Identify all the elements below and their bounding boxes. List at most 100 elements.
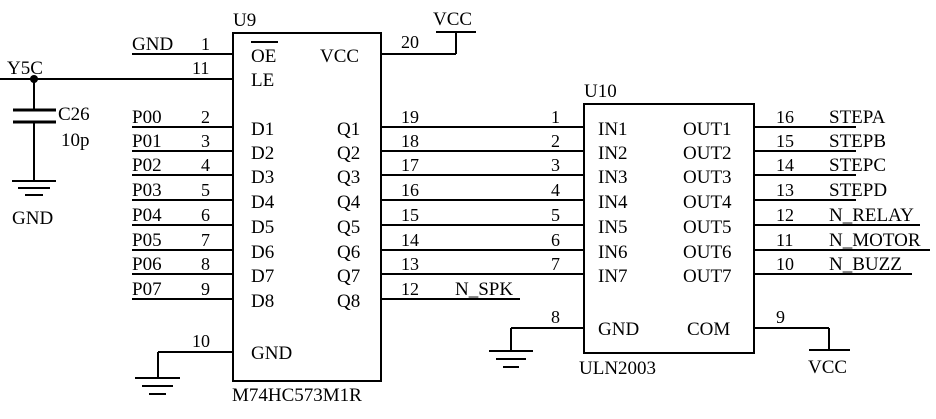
- u10-out-pin-number: 10: [776, 254, 794, 274]
- u9-oe-pin-number: 1: [201, 34, 210, 54]
- u10-part: ULN2003: [579, 358, 656, 379]
- u9-d-label: D1: [251, 119, 274, 140]
- u9-d-pin-number: 5: [201, 180, 210, 200]
- u9-d-pin-row: P07 9 D8: [132, 279, 274, 312]
- u10-in-pin-number: 5: [551, 205, 560, 225]
- u9-d-label: D7: [251, 266, 274, 287]
- u9-q-pin-row: Q7 13: [337, 254, 584, 287]
- vcc-net-label-u10: VCC: [808, 357, 847, 378]
- ground-symbol-u9: [135, 377, 180, 395]
- u9-d-pin-number: 2: [201, 107, 210, 127]
- y5c-net-label: Y5C: [7, 58, 43, 79]
- u9-q-pin-row: Q2 18: [337, 131, 584, 164]
- u10-in-label: IN3: [598, 167, 628, 188]
- u10-out-pin-number: 12: [776, 205, 794, 225]
- u9-q-pin-number: 13: [401, 254, 419, 274]
- u9-q-label: Q1: [337, 119, 360, 140]
- u9-d-pin-number: 7: [201, 230, 210, 250]
- u10-out-pin-row: OUT4 13 STEPD: [683, 180, 887, 213]
- u9-q-label: Q3: [337, 167, 360, 188]
- u9-d-label: D6: [251, 242, 274, 263]
- u9-d-pin-row: P06 8 D7: [132, 254, 274, 287]
- output-net-label: STEPA: [829, 107, 886, 128]
- u9-d-pin-row: P02 4 D3: [132, 155, 274, 188]
- u10-out-pin-row: OUT7 10 N_BUZZ: [683, 254, 912, 287]
- u10-out-pin-number: 11: [776, 230, 793, 250]
- u10-com-label: COM: [687, 319, 730, 340]
- u10-in-pin-number: 7: [551, 254, 560, 274]
- u10-out-pin-row: OUT6 11 N_MOTOR: [683, 230, 930, 263]
- output-net-label: STEPC: [829, 155, 886, 176]
- u9-d-pin-row: P00 2 D1: [132, 107, 274, 140]
- output-net-label: STEPD: [829, 180, 887, 201]
- u10-out-pin-number: 14: [776, 155, 794, 175]
- u10-out-pin-row: OUT2 15 STEPB: [683, 131, 886, 164]
- u9-d-pin-number: 8: [201, 254, 210, 274]
- u9-gnd-label: GND: [251, 343, 292, 364]
- u10-out-pin-number: 13: [776, 180, 794, 200]
- u9-q-pin-number: 18: [401, 131, 419, 151]
- output-net-label: N_MOTOR: [829, 230, 921, 251]
- u10-out-label: OUT6: [683, 242, 732, 263]
- u9-q-label: Q5: [337, 217, 360, 238]
- port-net-label: P05: [132, 230, 162, 251]
- u10-ref: U10: [584, 81, 617, 102]
- u9-d-pin-row: P05 7 D6: [132, 230, 274, 263]
- port-net-label: P00: [132, 107, 162, 128]
- u10-out-pin-number: 16: [776, 107, 794, 127]
- port-net-label: P06: [132, 254, 162, 275]
- u9-q-pin-row: Q3 17: [337, 155, 584, 188]
- c26-value: 10p: [61, 130, 90, 151]
- port-net-label: P02: [132, 155, 162, 176]
- u9-q-pin-row: Q5 15: [337, 205, 584, 238]
- c26-ref: C26: [58, 104, 90, 125]
- u9-vcc-label: VCC: [320, 46, 359, 67]
- output-net-label: N_RELAY: [829, 205, 914, 226]
- u9-d-label: D3: [251, 167, 274, 188]
- u10-gnd-pin-number: 8: [551, 307, 560, 327]
- u10-body: [583, 103, 755, 354]
- u10-in-label: IN4: [598, 192, 628, 213]
- u9-vcc-pin-number: 20: [401, 32, 419, 52]
- u9-d-pin-number: 6: [201, 205, 210, 225]
- u10-in-label: IN5: [598, 217, 628, 238]
- vcc-net-label-u9: VCC: [433, 9, 472, 30]
- u10-in-pin-number: 1: [551, 107, 560, 127]
- port-net-label: P07: [132, 279, 162, 300]
- ground-symbol-u10: [489, 350, 533, 368]
- u9-q-label: Q4: [337, 192, 361, 213]
- u9-q-pin-row: Q4 16: [337, 180, 584, 213]
- u10-out-label: OUT7: [683, 266, 732, 287]
- u9-d-pin-row: P03 5 D4: [132, 180, 275, 213]
- u9-d-label: D2: [251, 143, 274, 164]
- u9-body: [232, 32, 382, 382]
- u9-q-pin-number: 19: [401, 107, 419, 127]
- ground-symbol-c26: [12, 180, 56, 196]
- u10-gnd-label: GND: [598, 319, 639, 340]
- u9-q-pin-row: Q6 14: [337, 230, 584, 263]
- u10-out-pin-row: OUT1 16 STEPA: [683, 107, 886, 140]
- u9-q-label: Q8: [337, 291, 360, 312]
- gnd-net-label-oe: GND: [132, 34, 173, 55]
- u9-d-label: D5: [251, 217, 274, 238]
- n-spk-net-label: N_SPK: [455, 279, 513, 300]
- output-net-label: N_BUZZ: [829, 254, 902, 275]
- output-net-label: STEPB: [829, 131, 886, 152]
- u9-d-label: D8: [251, 291, 274, 312]
- u9-gnd-pin-number: 10: [192, 331, 210, 351]
- u10-in-pin-number: 4: [551, 180, 560, 200]
- u9-q-label: Q6: [337, 242, 360, 263]
- u10-out-pin-row: OUT3 14 STEPC: [683, 155, 886, 188]
- u9-q-label: Q7: [337, 266, 360, 287]
- gnd-net-label-c26: GND: [12, 208, 53, 229]
- port-net-label: P01: [132, 131, 162, 152]
- u9-q-pin-row: Q8 12 N_SPK: [337, 279, 520, 312]
- u10-out-pin-number: 15: [776, 131, 794, 151]
- port-net-label: P03: [132, 180, 162, 201]
- u9-le-pin-number: 11: [192, 58, 209, 78]
- u9-d-pin-number: 9: [201, 279, 210, 299]
- u9-ref: U9: [233, 10, 256, 31]
- u9-d-pin-row: P01 3 D2: [132, 131, 274, 164]
- u10-out-pin-row: OUT5 12 N_RELAY: [683, 205, 920, 238]
- u9-oe-label: OE: [251, 46, 276, 67]
